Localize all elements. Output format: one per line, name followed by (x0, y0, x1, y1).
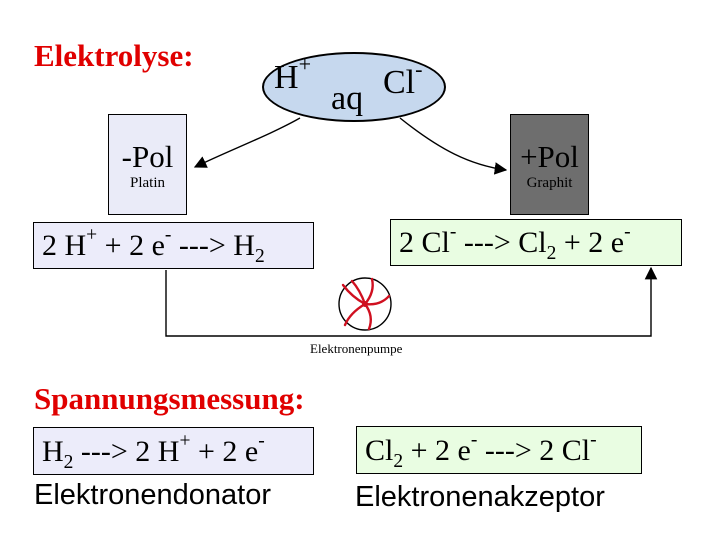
donor-caption: Elektronendonator (34, 479, 271, 511)
positive-pole-sign: +Pol (520, 139, 579, 174)
measurement-heading: Spannungsmessung: (34, 381, 305, 416)
positive-pole-material: Graphit (526, 175, 573, 191)
ion-solution-ellipse (262, 52, 446, 122)
cathode-equation: 2 H+ + 2 e- ---> H2 (33, 222, 314, 269)
acceptor-caption: Elektronenakzeptor (355, 481, 605, 513)
arrow-to-positive-pole (399, 117, 508, 175)
negative-pole: -Pol Platin (108, 114, 187, 215)
aqueous-label: aq (331, 80, 364, 117)
positive-pole: +Pol Graphit (510, 114, 589, 215)
electron-pump-icon (338, 277, 392, 331)
electron-path (165, 266, 658, 337)
chloride-ion: Cl- (383, 56, 423, 101)
pump-label: Elektronenpumpe (310, 341, 403, 356)
anode-equation: 2 Cl- ---> Cl2 + 2 e- (390, 219, 682, 266)
electrolysis-heading: Elektrolyse: (34, 38, 194, 73)
negative-pole-sign: -Pol (121, 139, 174, 174)
arrow-to-negative-pole (193, 117, 301, 168)
donor-equation: H2 ---> 2 H+ + 2 e- (33, 427, 314, 475)
hydrogen-ion: H+ (274, 51, 312, 96)
negative-pole-material: Platin (129, 175, 165, 191)
acceptor-equation: Cl2 + 2 e- ---> 2 Cl- (356, 426, 642, 474)
